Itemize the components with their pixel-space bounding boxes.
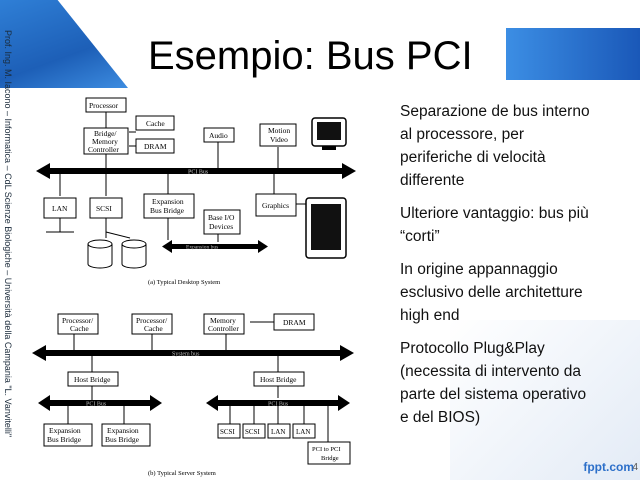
expansion-bridge-box-b-1 bbox=[43, 423, 93, 447]
scsi-box-b-2 bbox=[242, 423, 266, 439]
bullet-list: Separazione de bus interno al processore… bbox=[400, 100, 590, 439]
dram-box bbox=[135, 138, 175, 154]
base-io-label-2: Devices bbox=[209, 222, 233, 231]
page-number: 4 bbox=[632, 462, 638, 473]
bridge-label-3: Controller bbox=[88, 145, 119, 154]
expansion-bus-a-label: Expansion bus bbox=[186, 245, 218, 251]
graphics-label: Graphics bbox=[262, 201, 289, 210]
dram-label-b: DRAM bbox=[283, 318, 306, 327]
bullet-item: Protocollo Plug&Play (necessita di inter… bbox=[400, 340, 587, 426]
memory-controller-label-2: Controller bbox=[208, 324, 239, 333]
slide-title: Esempio: Bus PCI bbox=[148, 34, 473, 78]
pci-bus-b-2-label: PCI Bus bbox=[268, 402, 289, 408]
base-io-box bbox=[203, 209, 241, 235]
bridge-memory-box bbox=[83, 127, 129, 155]
bullet-item: In origine appannaggio esclusivo delle a… bbox=[400, 261, 583, 324]
pci-bus-b-1: PCI Bus bbox=[38, 395, 162, 411]
bridge-label-1: Bridge/ bbox=[94, 129, 117, 138]
corner-decoration-bottom-right bbox=[450, 320, 640, 480]
pci-bus-diagram: PCI Bus Expansion bus bbox=[22, 92, 358, 478]
host-bridge-box-1 bbox=[67, 371, 119, 387]
expansion-bridge-b-1-label-2: Bus Bridge bbox=[47, 435, 82, 444]
brand-logo: fppt.com bbox=[583, 460, 634, 474]
header-decoration-bar bbox=[506, 28, 640, 80]
side-caption: Prof. Ing. M. Iacono – Informatica – CdL… bbox=[0, 30, 22, 470]
lan-label-a: LAN bbox=[52, 204, 68, 213]
cache-box bbox=[135, 115, 175, 131]
dram-label: DRAM bbox=[144, 142, 167, 151]
processor-cache-2-label-2: Cache bbox=[144, 324, 163, 333]
bullet-item: Ulteriore vantaggio: bus più “corti” bbox=[400, 205, 589, 245]
host-bridge-box-2 bbox=[253, 371, 305, 387]
graphics-box bbox=[255, 193, 297, 217]
scsi-b-1-label: SCSI bbox=[220, 428, 235, 436]
diagram-b-lines bbox=[67, 321, 329, 442]
caption-b: (b) Typical Server System bbox=[148, 470, 216, 477]
processor-cache-1-label-2: Cache bbox=[70, 324, 89, 333]
caption-a: (a) Typical Desktop System bbox=[148, 279, 220, 286]
processor-box bbox=[85, 97, 127, 113]
lan-b-2-label: LAN bbox=[296, 428, 310, 436]
scsi-b-2-label: SCSI bbox=[245, 428, 260, 436]
monitor-icon bbox=[311, 117, 347, 150]
pci-to-pci-label-2: Bridge bbox=[321, 455, 339, 462]
memory-controller-box bbox=[203, 313, 245, 335]
pci-to-pci-label-1: PCI to PCI bbox=[312, 446, 341, 453]
expansion-bridge-b-2-label-2: Bus Bridge bbox=[105, 435, 140, 444]
disk-icon bbox=[87, 239, 113, 269]
lan-box-b-2 bbox=[292, 423, 316, 439]
pci-to-pci-bridge-box bbox=[307, 441, 351, 465]
cache-label: Cache bbox=[146, 119, 165, 128]
expansion-bridge-box-a bbox=[143, 193, 195, 219]
pci-bus-b-1-label: PCI Bus bbox=[86, 402, 107, 408]
processor-cache-box-2 bbox=[131, 313, 173, 335]
processor-label: Processor bbox=[89, 101, 119, 110]
host-bridge-2-label: Host Bridge bbox=[260, 375, 297, 384]
lan-box-b-1 bbox=[267, 423, 291, 439]
expansion-bridge-box-b-2 bbox=[101, 423, 151, 447]
expansion-bus-a: Expansion bus bbox=[162, 240, 268, 253]
motion-video-box bbox=[259, 123, 297, 147]
processor-cache-box-1 bbox=[57, 313, 99, 335]
dram-box-b bbox=[273, 313, 315, 331]
audio-label: Audio bbox=[209, 131, 228, 140]
memory-controller-label-1: Memory bbox=[210, 316, 236, 325]
expansion-bridge-b-1-label-1: Expansion bbox=[49, 426, 81, 435]
expansion-bridge-label-a-2: Bus Bridge bbox=[150, 206, 185, 215]
scsi-label-a: SCSI bbox=[96, 204, 112, 213]
host-bridge-1-label: Host Bridge bbox=[74, 375, 111, 384]
motion-video-label-1: Motion bbox=[268, 126, 290, 135]
lan-b-1-label: LAN bbox=[271, 428, 285, 436]
pci-bus-a: PCI Bus bbox=[36, 163, 356, 179]
bridge-label-2: Memory bbox=[92, 137, 118, 146]
base-io-label-1: Base I/O bbox=[208, 213, 235, 222]
system-bus: System bus bbox=[32, 345, 354, 361]
monitor-tall-icon bbox=[305, 197, 347, 259]
pci-bus-a-label: PCI Bus bbox=[188, 170, 209, 176]
processor-cache-1-label-1: Processor/ bbox=[62, 316, 94, 325]
motion-video-label-2: Video bbox=[270, 135, 288, 144]
side-caption-text: Prof. Ing. M. Iacono – Informatica – CdL… bbox=[3, 30, 13, 438]
expansion-bridge-label-a-1: Expansion bbox=[152, 197, 184, 206]
diagram-a-lines bbox=[46, 112, 329, 242]
expansion-bridge-b-2-label-1: Expansion bbox=[107, 426, 139, 435]
scsi-box-b-1 bbox=[217, 423, 241, 439]
disk-icon bbox=[121, 239, 147, 269]
audio-box bbox=[203, 127, 235, 143]
processor-cache-2-label-1: Processor/ bbox=[136, 316, 168, 325]
bullet-item: Separazione de bus interno al processore… bbox=[400, 103, 590, 189]
lan-box-a bbox=[43, 197, 77, 219]
system-bus-label: System bus bbox=[172, 352, 200, 358]
scsi-box-a bbox=[89, 197, 123, 219]
pci-bus-b-2: PCI Bus bbox=[206, 395, 350, 411]
